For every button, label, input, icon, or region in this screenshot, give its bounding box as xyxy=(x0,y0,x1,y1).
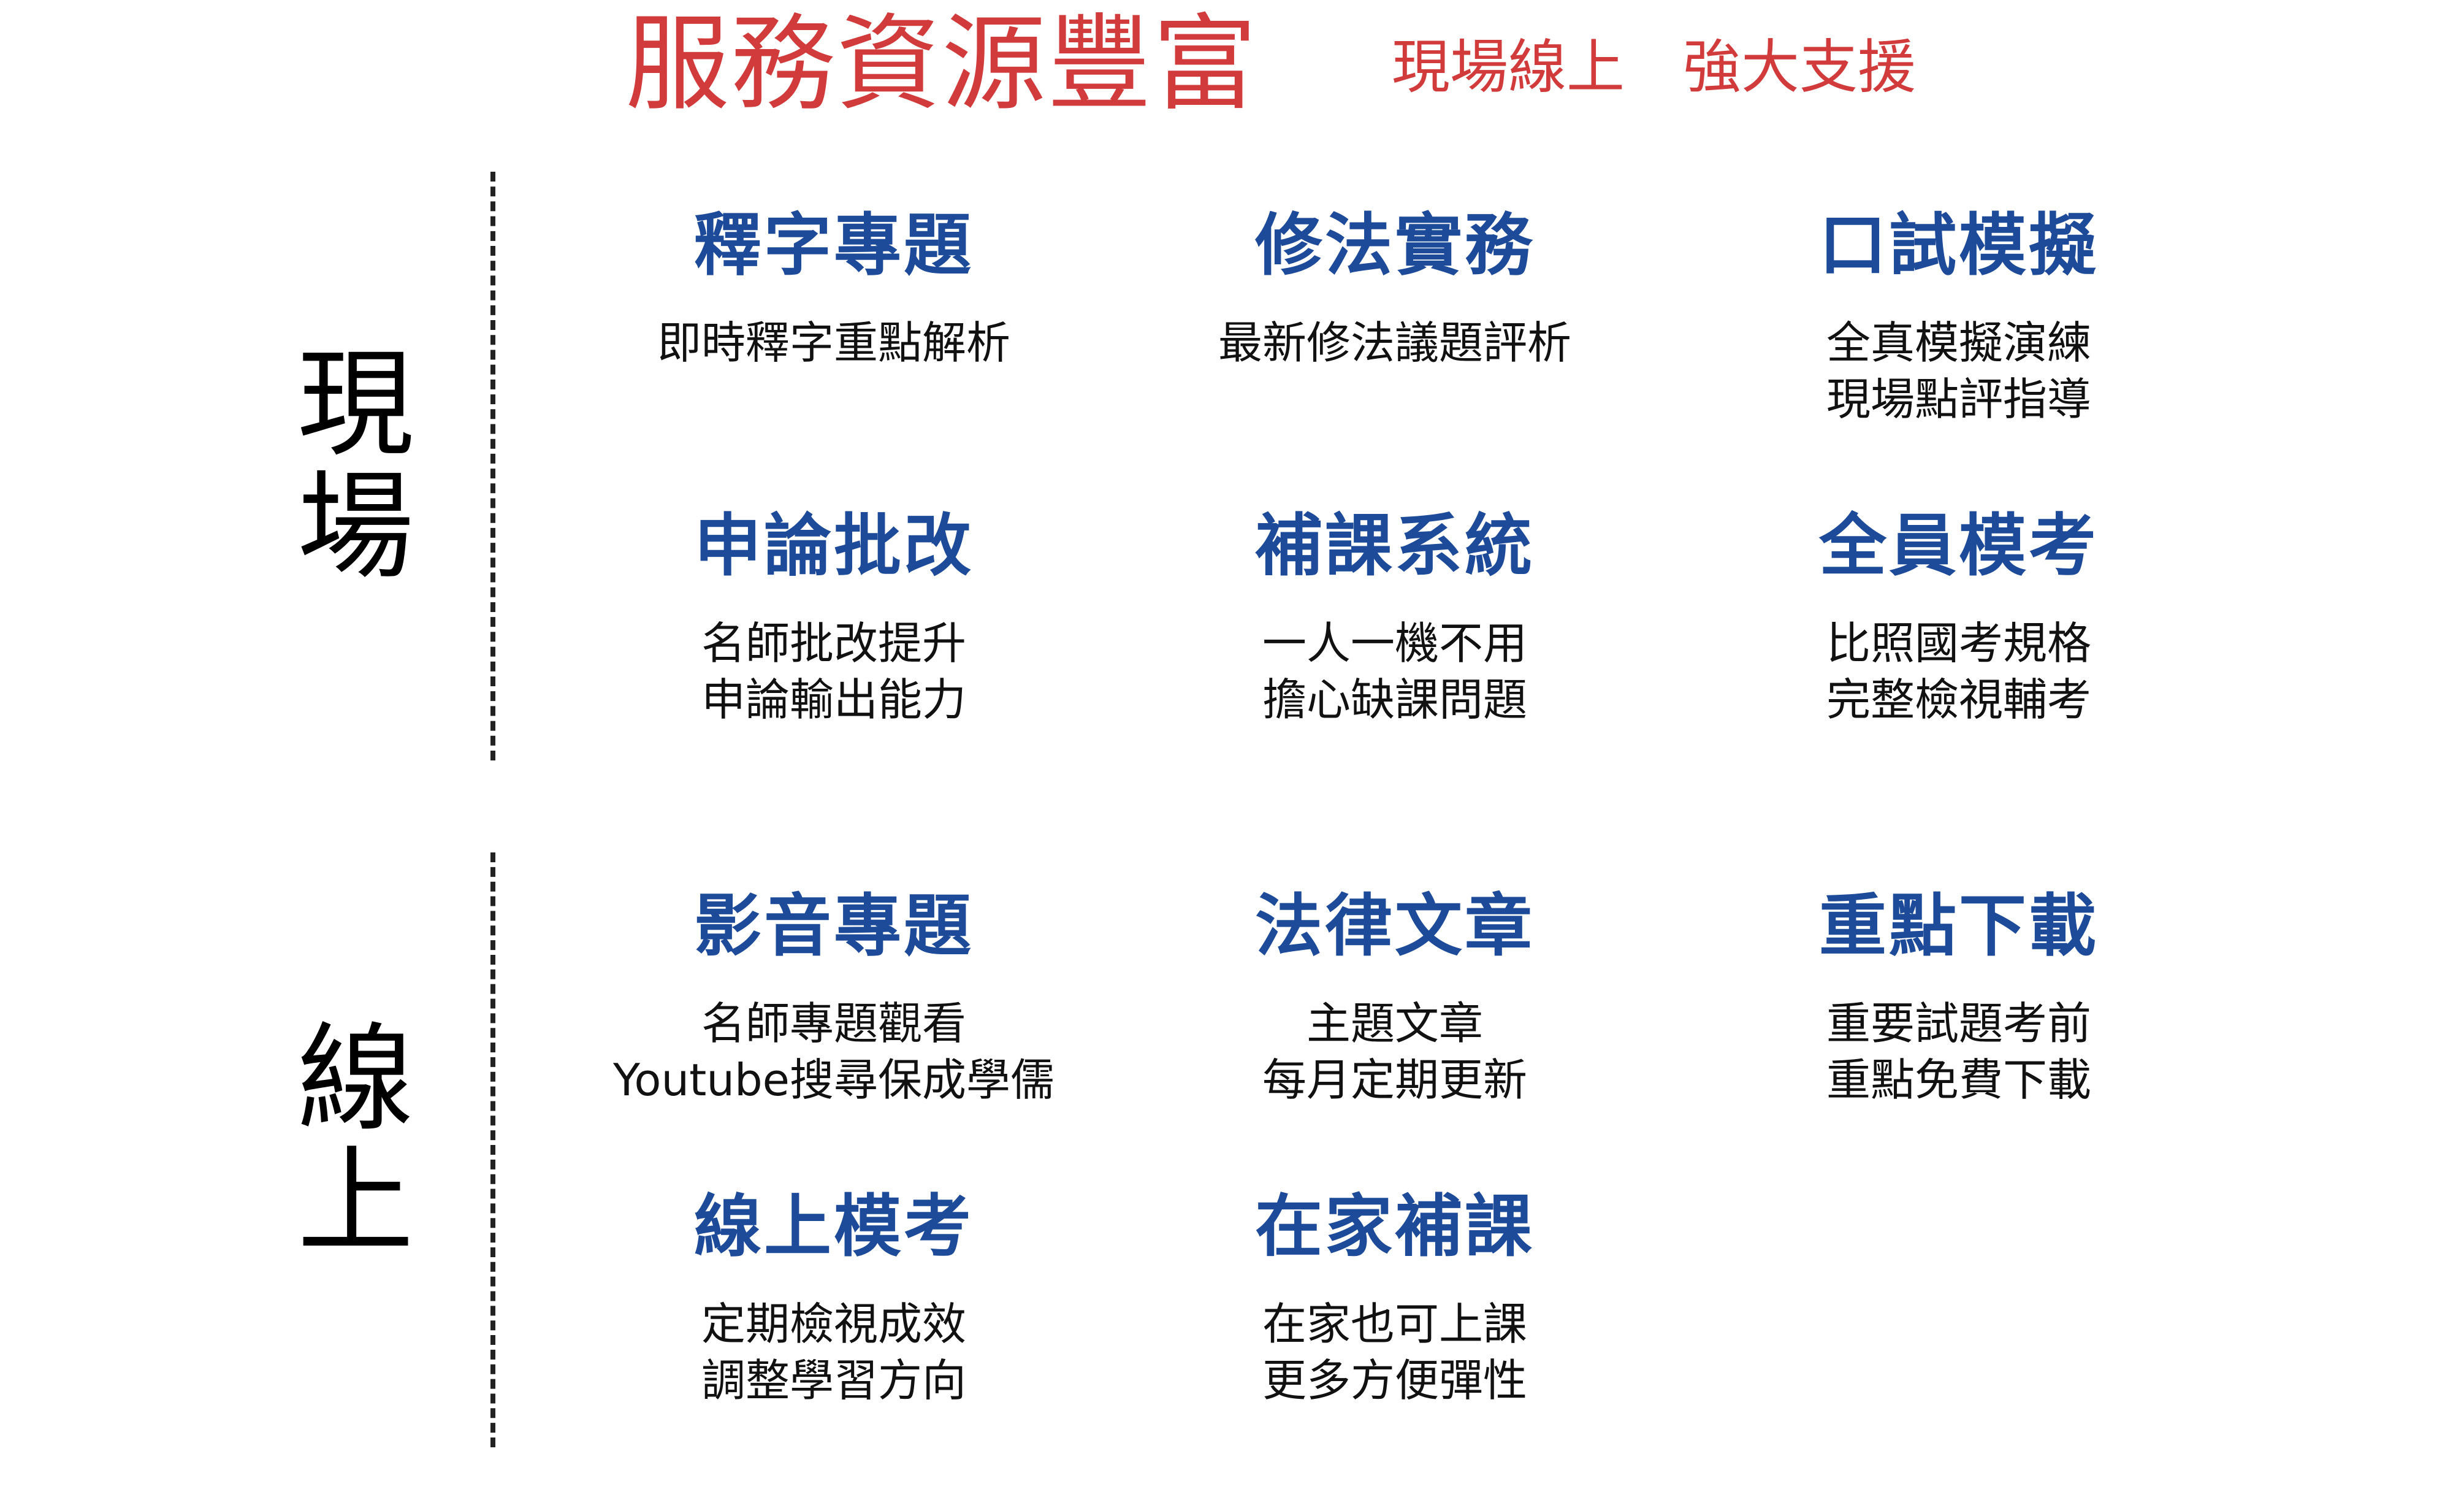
service-title: 在家補課 xyxy=(1255,1187,1535,1266)
service-title: 申論批改 xyxy=(694,507,974,585)
service-title: 釋字專題 xyxy=(694,206,974,285)
service-item-onsite: 申論批改 名師批改提升 申論輸出能力 xyxy=(552,506,1116,728)
service-description: 一人一機不用 擔心缺課問題 xyxy=(1262,618,1527,725)
service-title: 修法實務 xyxy=(1255,206,1535,285)
service-description: 即時釋字重點解析 xyxy=(657,317,1010,369)
service-item-onsite: 釋字專題 即時釋字重點解析 xyxy=(552,205,1116,371)
service-item-online: 在家補課 在家也可上課 更多方便彈性 xyxy=(1113,1187,1677,1409)
service-item-onsite: 全員模考 比照國考規格 完整檢視輔考 xyxy=(1677,506,2241,728)
service-item-onsite: 補課系統 一人一機不用 擔心缺課問題 xyxy=(1113,506,1677,728)
service-description: 在家也可上課 更多方便彈性 xyxy=(1262,1298,1527,1406)
service-title: 重點下載 xyxy=(1819,887,2099,965)
service-description: 最新修法議題評析 xyxy=(1218,317,1571,369)
service-title: 線上模考 xyxy=(694,1187,974,1266)
section-label-online: 線 上 xyxy=(297,1011,414,1269)
service-title: 補課系統 xyxy=(1255,507,1535,585)
service-description: 定期檢視成效 調整學習方向 xyxy=(701,1298,966,1406)
service-item-online: 影音專題 名師專題觀看 Youtube搜尋保成學儒 xyxy=(552,886,1116,1108)
service-item-online: 線上模考 定期檢視成效 調整學習方向 xyxy=(552,1187,1116,1409)
service-description: 名師專題觀看 Youtube搜尋保成學儒 xyxy=(613,998,1055,1106)
service-description: 名師批改提升 申論輸出能力 xyxy=(701,618,966,725)
service-description: 主題文章 每月定期更新 xyxy=(1262,998,1527,1106)
section-label-onsite: 現 場 xyxy=(297,337,414,595)
service-title: 口試模擬 xyxy=(1819,206,2099,285)
service-title: 全員模考 xyxy=(1819,507,2099,585)
service-item-online: 重點下載 重要試題考前 重點免費下載 xyxy=(1677,886,2241,1108)
service-item-onsite: 口試模擬 全真模擬演練 現場點評指導 xyxy=(1677,205,2241,427)
page-title: 服務資源豐富 xyxy=(625,4,1259,125)
service-title: 法律文章 xyxy=(1255,887,1535,965)
divider-onsite xyxy=(490,172,495,760)
service-description: 全真模擬演練 現場點評指導 xyxy=(1826,317,2091,425)
divider-online xyxy=(490,852,495,1447)
service-item-onsite: 修法實務 最新修法議題評析 xyxy=(1113,205,1677,371)
service-item-online: 法律文章 主題文章 每月定期更新 xyxy=(1113,886,1677,1108)
service-title: 影音專題 xyxy=(694,887,974,965)
page-subtitle: 現場線上 強大支援 xyxy=(1392,34,1917,101)
service-description: 重要試題考前 重點免費下載 xyxy=(1826,998,2091,1106)
service-description: 比照國考規格 完整檢視輔考 xyxy=(1826,618,2091,725)
